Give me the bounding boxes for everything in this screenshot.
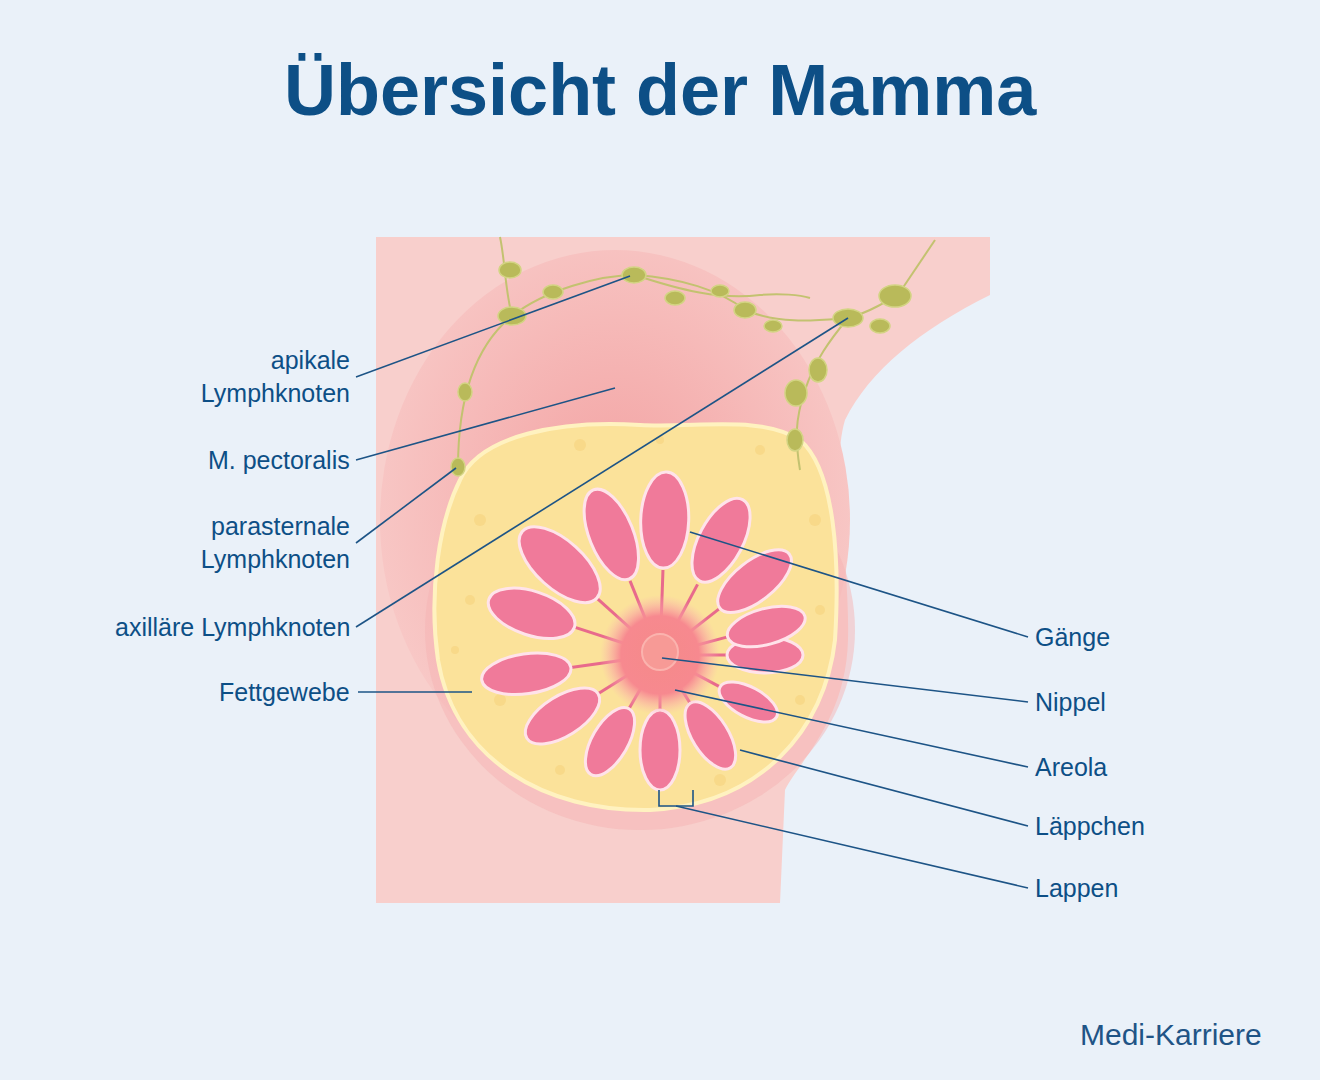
leader-lines [356,276,1028,888]
part-label: M. pectoralis [208,444,350,477]
fat-texture [451,436,825,786]
lymph-vessels [458,237,935,470]
part-label: Fettgewebe [219,676,350,709]
part-label: apikale Lymphknoten [160,344,350,410]
part-label: Lappen [1035,872,1118,905]
part-label: Läppchen [1035,810,1145,843]
title: Übersicht der Mamma [284,50,1036,130]
part-label: axilläre Lymphknoten [115,611,350,644]
watermark: Medi-Karriere [1080,1018,1262,1051]
lymph-nodes [451,262,911,476]
part-label: Gänge [1035,621,1110,654]
part-label: parasternale Lymphknoten [160,510,350,576]
part-label: Areola [1035,751,1107,784]
nipple [642,634,678,670]
fat-tissue [434,424,836,810]
part-label: Nippel [1035,686,1106,719]
torso [376,237,990,903]
areola [600,595,720,715]
